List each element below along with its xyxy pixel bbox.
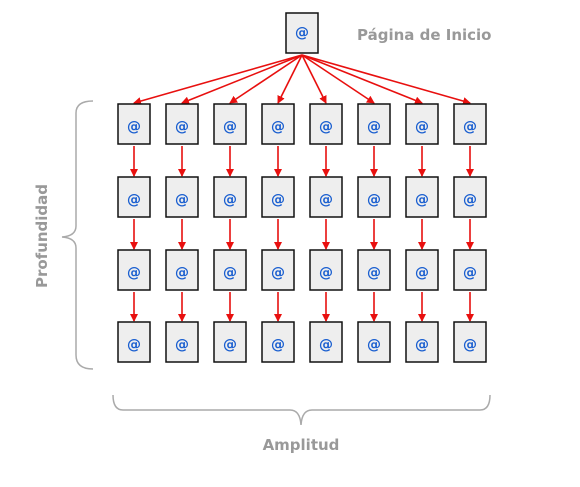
page-glyph: @ bbox=[223, 265, 237, 281]
root-arrow bbox=[229, 54, 303, 104]
page-r1-c2: @ bbox=[165, 103, 199, 145]
page-r1-c8: @ bbox=[453, 103, 487, 145]
page-grid: @ @ @ @ @ @ @ @ @ @ @ @ @ @ @ @ @ @ @ @ @ @ @ @ @ @ @ @ @ @ @ @ bbox=[117, 103, 487, 363]
page-r3-c6: @ bbox=[357, 249, 391, 291]
page-glyph: @ bbox=[127, 119, 141, 135]
page-glyph: @ bbox=[367, 265, 381, 281]
page-r4-c4: @ bbox=[261, 321, 295, 363]
page-glyph: @ bbox=[271, 337, 285, 353]
page-glyph: @ bbox=[463, 265, 477, 281]
page-glyph: @ bbox=[223, 119, 237, 135]
root-arrow bbox=[301, 54, 471, 105]
page-glyph: @ bbox=[271, 265, 285, 281]
page-glyph: @ bbox=[127, 192, 141, 208]
page-r2-c3: @ bbox=[213, 176, 247, 218]
root-label: Página de Inicio bbox=[357, 26, 492, 44]
page-glyph: @ bbox=[415, 337, 429, 353]
page-r1-c6: @ bbox=[357, 103, 391, 145]
page-r3-c3: @ bbox=[213, 249, 247, 291]
page-glyph: @ bbox=[127, 265, 141, 281]
page-glyph: @ bbox=[175, 337, 189, 353]
page-r4-c8: @ bbox=[453, 321, 487, 363]
root-arrow bbox=[301, 54, 423, 105]
page-r3-c7: @ bbox=[405, 249, 439, 291]
page-r2-c2: @ bbox=[165, 176, 199, 218]
page-r1-c4: @ bbox=[261, 103, 295, 145]
page-r4-c5: @ bbox=[309, 321, 343, 363]
root-page-glyph: @ bbox=[295, 25, 309, 41]
page-glyph: @ bbox=[319, 265, 333, 281]
page-glyph: @ bbox=[415, 119, 429, 135]
breadth-bracket bbox=[112, 394, 491, 426]
page-glyph: @ bbox=[271, 119, 285, 135]
page-glyph: @ bbox=[175, 119, 189, 135]
root-arrow bbox=[301, 54, 327, 104]
page-r3-c4: @ bbox=[261, 249, 295, 291]
page-r3-c8: @ bbox=[453, 249, 487, 291]
root-arrow bbox=[301, 54, 375, 104]
page-glyph: @ bbox=[175, 192, 189, 208]
page-r1-c1: @ bbox=[117, 103, 151, 145]
depth-label: Profundidad bbox=[33, 184, 51, 288]
page-r2-c6: @ bbox=[357, 176, 391, 218]
page-r2-c4: @ bbox=[261, 176, 295, 218]
page-r2-c1: @ bbox=[117, 176, 151, 218]
page-glyph: @ bbox=[127, 337, 141, 353]
page-r4-c2: @ bbox=[165, 321, 199, 363]
page-glyph: @ bbox=[367, 337, 381, 353]
page-glyph: @ bbox=[463, 337, 477, 353]
page-r3-c2: @ bbox=[165, 249, 199, 291]
page-r4-c7: @ bbox=[405, 321, 439, 363]
root-page: @ bbox=[285, 12, 319, 54]
page-r4-c6: @ bbox=[357, 321, 391, 363]
page-glyph: @ bbox=[319, 119, 333, 135]
page-r4-c3: @ bbox=[213, 321, 247, 363]
page-glyph: @ bbox=[415, 192, 429, 208]
root-arrow bbox=[181, 54, 303, 105]
page-r2-c8: @ bbox=[453, 176, 487, 218]
arrow-layer bbox=[130, 54, 474, 322]
page-glyph: @ bbox=[367, 192, 381, 208]
page-glyph: @ bbox=[223, 192, 237, 208]
page-glyph: @ bbox=[319, 337, 333, 353]
page-glyph: @ bbox=[367, 119, 381, 135]
page-glyph: @ bbox=[463, 192, 477, 208]
page-r1-c3: @ bbox=[213, 103, 247, 145]
breadth-label: Amplitud bbox=[263, 436, 340, 454]
page-r2-c5: @ bbox=[309, 176, 343, 218]
page-glyph: @ bbox=[223, 337, 237, 353]
page-r4-c1: @ bbox=[117, 321, 151, 363]
depth-bracket bbox=[61, 100, 94, 370]
page-glyph: @ bbox=[175, 265, 189, 281]
page-glyph: @ bbox=[271, 192, 285, 208]
page-glyph: @ bbox=[319, 192, 333, 208]
root-arrow bbox=[277, 54, 303, 104]
page-r1-c5: @ bbox=[309, 103, 343, 145]
page-r1-c7: @ bbox=[405, 103, 439, 145]
root-arrow bbox=[133, 54, 303, 105]
page-glyph: @ bbox=[463, 119, 477, 135]
page-r3-c1: @ bbox=[117, 249, 151, 291]
page-r3-c5: @ bbox=[309, 249, 343, 291]
page-glyph: @ bbox=[415, 265, 429, 281]
page-r2-c7: @ bbox=[405, 176, 439, 218]
